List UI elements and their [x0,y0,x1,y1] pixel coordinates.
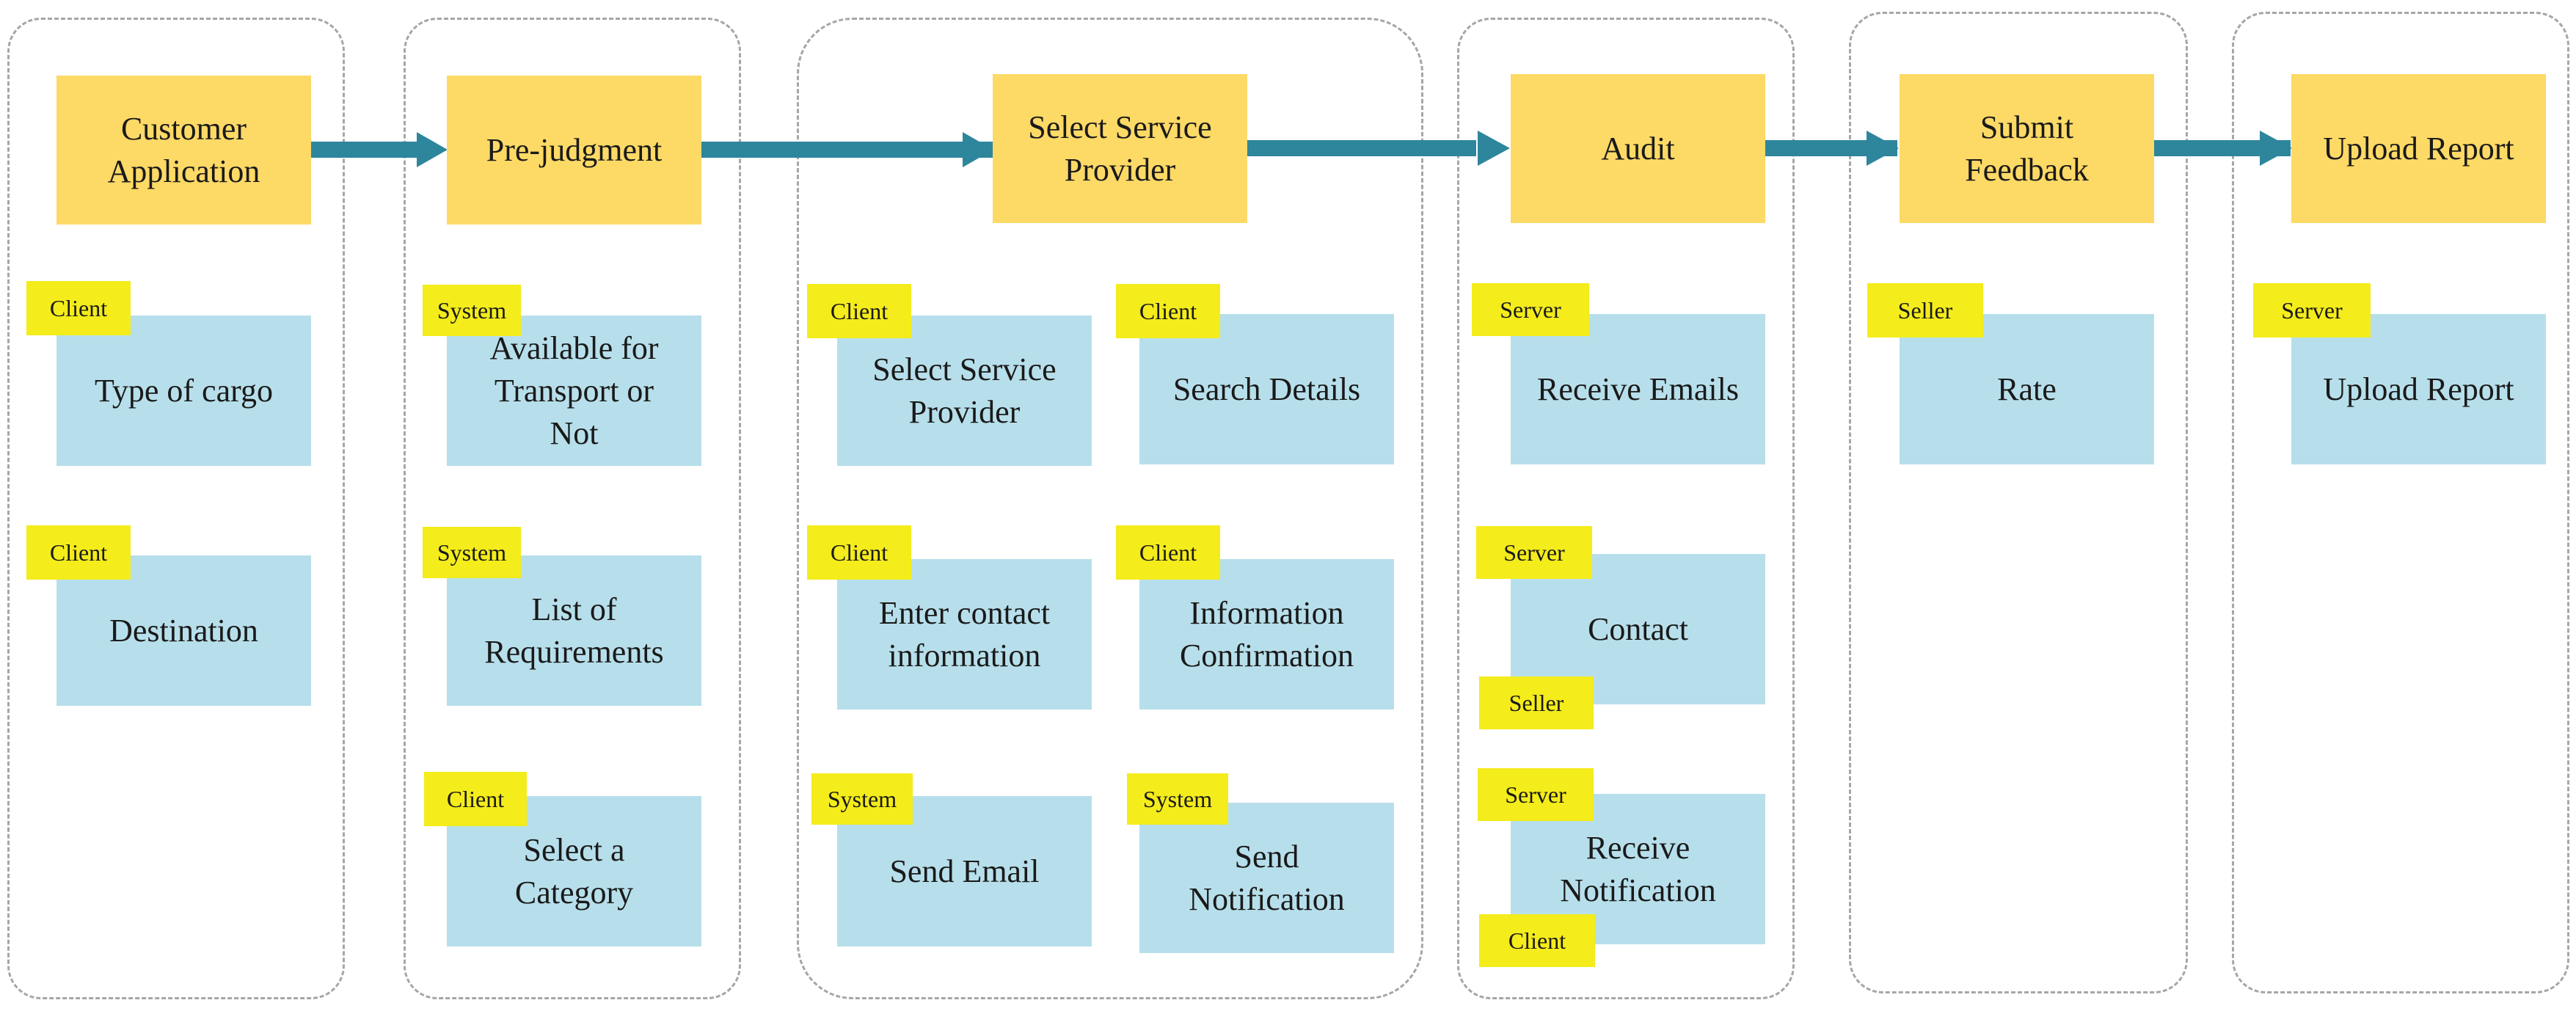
role-tag-client: Client [26,525,131,580]
lane-upload-report [2232,12,2569,993]
lane-customer-application [7,18,345,999]
task-enter-contact-information: Enter contact information [837,559,1092,710]
role-tag-server: Server [1478,768,1594,821]
task-send-notification: Send Notification [1139,803,1394,953]
role-tag-client: Client [1116,284,1220,338]
role-tag-seller: Seller [1479,676,1594,729]
role-tag-system: System [423,527,521,578]
step-upload-report: Upload Report [2291,74,2546,223]
arrow-feedback-to-upload [2154,131,2292,166]
role-tag-client: Client [807,284,911,338]
role-tag-server: Server [2253,283,2371,338]
role-tag-server: Server [1476,526,1592,579]
lane-pre-judgment [404,18,741,999]
role-tag-client: Client [1116,525,1220,580]
lane-audit [1457,18,1795,999]
task-upload-report: Upload Report [2291,314,2546,464]
step-audit: Audit [1511,74,1765,223]
task-select-service-provider: Select Service Provider [837,315,1092,466]
role-tag-client: Client [1479,914,1595,967]
arrow-audit-to-feedback [1765,131,1899,166]
step-customer-application: Customer Application [56,76,311,225]
task-list-of-requirements: List of Requirements [447,555,701,706]
task-rate: Rate [1900,314,2154,464]
lane-submit-feedback [1849,12,2188,993]
task-receive-emails: Receive Emails [1511,314,1765,464]
task-destination: Destination [56,555,311,706]
step-submit-feedback: Submit Feedback [1900,74,2154,223]
step-pre-judgment: Pre-judgment [447,76,701,225]
role-tag-client: Client [807,525,911,580]
role-tag-server: Server [1472,283,1589,336]
task-search-details: Search Details [1139,314,1394,464]
role-tag-system: System [811,773,913,825]
arrow-prejudgment-to-select-provider [701,132,995,167]
lane-select-service-provider [797,18,1423,999]
role-tag-system: System [1127,773,1228,825]
task-available-for-transport: Available for Transport or Not [447,315,701,466]
arrow-application-to-prejudgment [311,132,448,167]
arrow-select-provider-to-audit [1247,131,1510,166]
role-tag-seller: Seller [1867,283,1983,338]
role-tag-system: System [423,285,521,336]
task-information-confirmation: Information Confirmation [1139,559,1394,710]
role-tag-client: Client [26,281,131,335]
task-type-of-cargo: Type of cargo [56,315,311,466]
role-tag-client: Client [424,772,527,826]
step-select-service-provider: Select Service Provider [993,74,1247,223]
